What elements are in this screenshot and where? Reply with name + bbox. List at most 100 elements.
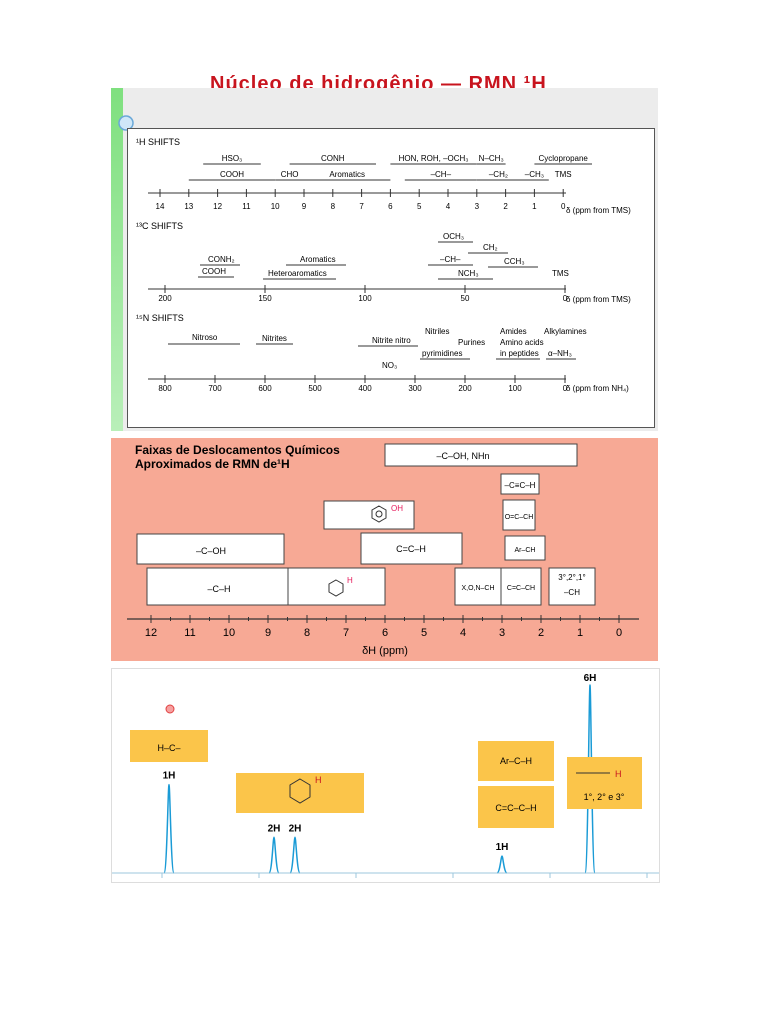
slide-edge-strip (111, 88, 123, 431)
box-vinyl: C=C–H (360, 532, 463, 565)
c-tick-label: 0 (563, 294, 568, 303)
box-aryl-alpha-label: Ar–CH (514, 547, 535, 554)
h-range-label: COOH (220, 170, 244, 179)
n-tick-label: 100 (508, 384, 522, 393)
h-range-label: TMS (555, 170, 572, 179)
box-alkyl: 3°,2°,1° –CH (548, 567, 596, 606)
h-tick-label: 4 (446, 202, 451, 211)
box-aldehyde-label: –C–H (207, 584, 230, 594)
n-label-nitrites: Nitrites (262, 334, 287, 343)
h-tick-label: 0 (561, 202, 566, 211)
c-label-cch3: CCH₃ (504, 257, 525, 266)
peak-integration-label: 2H (268, 823, 281, 834)
h-range-label: N–CH₃ (479, 154, 504, 163)
spectrum-box-allylic-label: C=C–C–H (495, 803, 536, 813)
c-label-ch2: CH₂ (483, 243, 498, 252)
h-range-label: HSO₃ (222, 154, 243, 163)
marker-dot-icon (165, 704, 175, 714)
h-tick-label: 7 (359, 202, 364, 211)
n-label-alkylamines: Alkylamines (544, 327, 587, 336)
n-label-nitrite-nitro: Nitrite nitro (372, 336, 411, 345)
n-label-in-peptides: in peptides (500, 349, 539, 358)
n-tick-label: 800 (158, 384, 172, 393)
h-tick-label: 5 (417, 202, 422, 211)
n-tick-label: 0 (563, 384, 568, 393)
box-aldehyde: –C–H (146, 567, 294, 606)
spectrum-peak (289, 836, 301, 874)
h-tick-label: 3 (475, 202, 480, 211)
h-range-label: Cyclopropane (539, 154, 589, 163)
n-label-nitroso: Nitroso (192, 333, 218, 342)
c-label-heteroaromatics: Heteroaromatics (268, 269, 327, 278)
n-tick-label: 200 (458, 384, 472, 393)
h-tick-label: 6 (388, 202, 393, 211)
n-tick-label: 300 (408, 384, 422, 393)
c-axis-unit: δ (ppm from TMS) (566, 295, 631, 304)
h-range-label: –CH– (431, 170, 452, 179)
spectrum-box-aromatic: H (236, 773, 364, 813)
c-tick-label: 100 (358, 294, 372, 303)
ranges-tick-label: 7 (343, 627, 349, 639)
ranges-svg: Faixas de Deslocamentos Químicos Aproxim… (127, 443, 639, 657)
n-tick-label: 500 (308, 384, 322, 393)
h-tick-label: 8 (331, 202, 336, 211)
box-aromatic-label: H (347, 576, 353, 585)
peak-integration-label: 1H (163, 771, 176, 782)
box-oh-nh: –C–OH, NHn (384, 443, 578, 467)
h-tick-label: 9 (302, 202, 307, 211)
box-aryl-alpha: Ar–CH (504, 535, 546, 561)
spectrum-box-alkyl-h: H (615, 769, 622, 779)
spectrum-box-aryl: Ar–C–H (478, 741, 554, 781)
n-label-alpha-nh3: α–NH₃ (548, 349, 572, 358)
peak-integration-label: 2H (289, 823, 302, 834)
spectrum-axis-ticks (161, 873, 648, 878)
ranges-tick-label: 12 (145, 627, 157, 639)
ranges-tick-label: 1 (577, 627, 583, 639)
h-tick-label: 11 (242, 202, 251, 211)
n-label-amides: Amides (500, 327, 527, 336)
ranges-tick-label: 5 (421, 627, 427, 639)
ranges-tick-label: 3 (499, 627, 505, 639)
h-tick-label: 1 (532, 202, 537, 211)
h-tick-label: 2 (503, 202, 508, 211)
spectrum-box-aldehyde: H–C– (130, 730, 208, 762)
box-alkyne-label: –C≡C–H (505, 481, 536, 490)
n-tick-label: 400 (358, 384, 372, 393)
c-label-nch3: NCH₃ (458, 269, 479, 278)
n-tick-label: 700 (208, 384, 222, 393)
peak-integration-label: 1H (496, 842, 509, 853)
box-oh-nh-label: –C–OH, NHn (436, 451, 489, 461)
spectrum-box-aldehyde-label: H–C– (157, 743, 180, 753)
h-tick-label: 12 (213, 202, 222, 211)
box-alkyl-h-label: –CH (564, 588, 580, 597)
box-carboxylic-label: –C–OH (196, 546, 226, 556)
box-carboxylic: –C–OH (136, 533, 285, 565)
spectrum-box-allylic: C=C–C–H (478, 786, 554, 828)
c-label-conh2: CONH₂ (208, 255, 235, 264)
box-hetero-alpha-label: X,O,N–CH (461, 585, 494, 592)
n-label-nitriles: Nitriles (425, 327, 449, 336)
ranges-tick-label: 8 (304, 627, 310, 639)
spectrum-box-aromatic-label: H (315, 775, 322, 785)
box-phenol: OH (323, 500, 415, 530)
h-range-label: CONH (321, 154, 345, 163)
ranges-tick-label: 2 (538, 627, 544, 639)
c-label-ch: –CH– (440, 255, 461, 264)
box-vinyl-label: C=C–H (396, 544, 426, 554)
ranges-panel: Faixas de Deslocamentos Químicos Aproxim… (111, 438, 658, 661)
n-label-pyrimidines: pyrimidines (422, 349, 462, 358)
box-allylic-label: C=C–CH (507, 585, 535, 592)
resize-handle-icon[interactable] (115, 112, 137, 134)
ranges-tick-label: 4 (460, 627, 466, 639)
box-carbonyl-alpha-label: O=C–CH (505, 514, 534, 521)
page-title: Núcleo de hidrogênio — RMN ¹H (210, 74, 547, 92)
ranges-tick-label: 10 (223, 627, 235, 639)
c-tick-label: 50 (461, 294, 470, 303)
